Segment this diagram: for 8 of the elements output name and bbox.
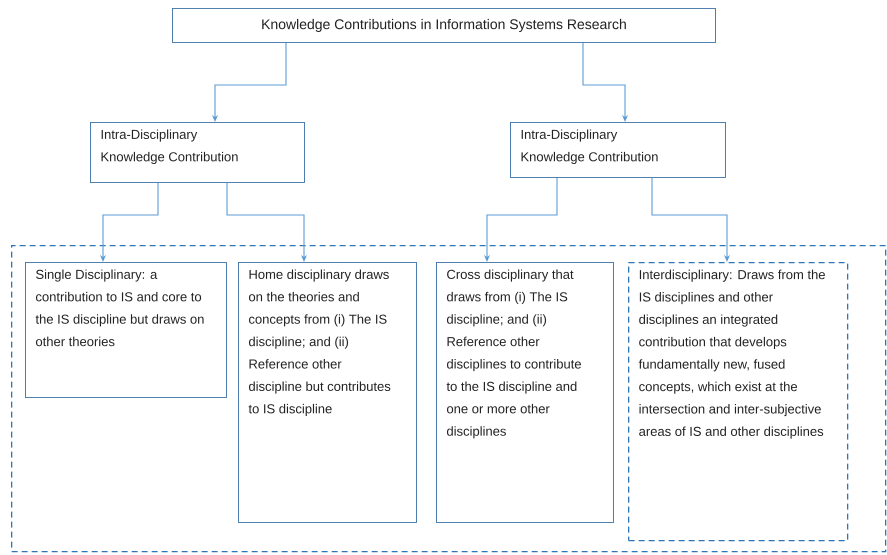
dashed-frame	[11, 245, 886, 552]
description-box: Interdisciplinary: Draws from the IS disciplines and other disciplines an integrated contribution that develops fundamentally new, fused concepts, which exist at the intersection and inter-subjective areas of IS and other disciplines	[628, 262, 848, 542]
category-box: Intra-Disciplinary Knowledge Contribution	[510, 122, 726, 178]
category-box: Intra-Disciplinary Knowledge Contribution	[90, 122, 305, 183]
title-box: Knowledge Contributions in Information Systems Research	[172, 8, 716, 43]
description-box: Home disciplinary draws on the theories and concepts from (i) The IS discipline; and (ii) Reference other discipline but contributes to IS discipline	[238, 262, 417, 523]
description-box: Single Disciplinary: a contribution to IS and core to the IS discipline but draws on other theories	[25, 262, 227, 398]
description-box: Cross disciplinary that draws from (i) The IS discipline; and (ii) Reference other disciplines to contribute to the IS discipline and one or more other disciplines	[436, 262, 614, 523]
